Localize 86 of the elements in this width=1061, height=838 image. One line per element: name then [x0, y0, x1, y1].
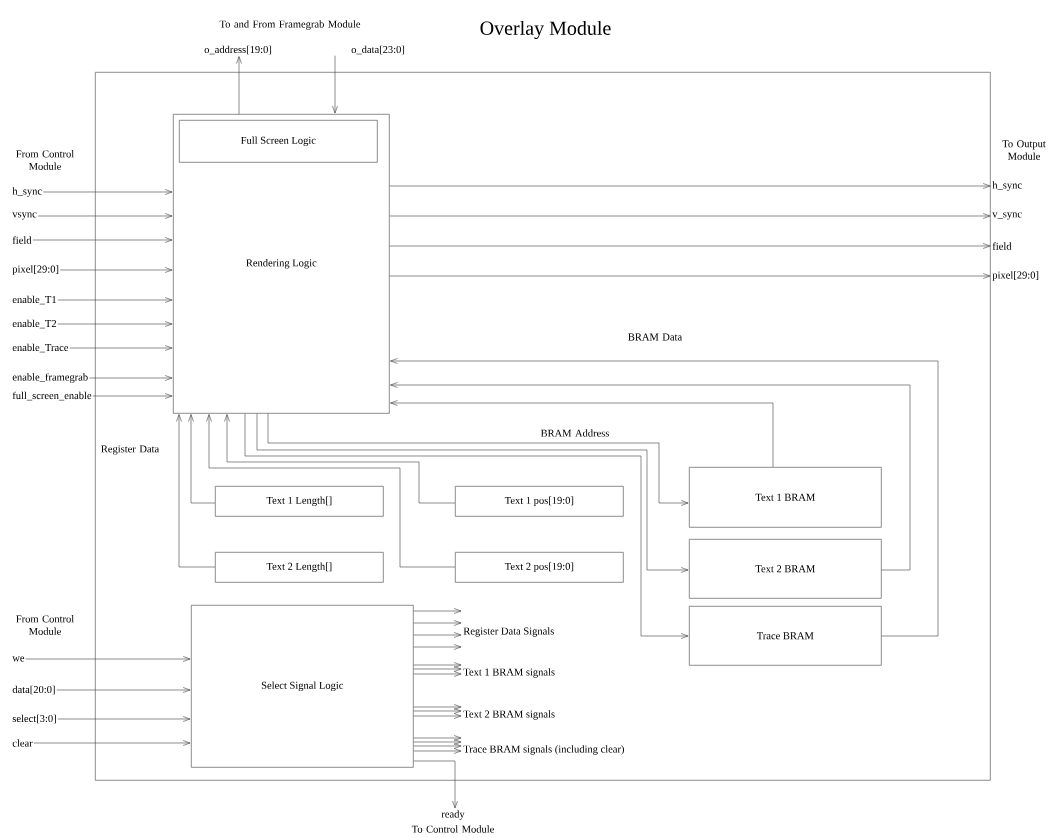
- signal-label: h_sync: [12, 187, 42, 197]
- annotation-text: BRAM Address: [540, 429, 610, 437]
- signal-arrow: [32, 237, 173, 243]
- annotation-text: To Control Module: [411, 825, 494, 833]
- memory-block: Text 1 BRAM: [689, 467, 882, 528]
- signal-arrow: [176, 414, 216, 568]
- signal-arrow: [267, 413, 689, 506]
- signal-label: vsync: [12, 212, 37, 220]
- signal-arrow: [389, 243, 991, 249]
- logic-block: Select Signal Logic: [191, 605, 414, 768]
- signal-arrow: [389, 273, 991, 279]
- signal-arrow: [413, 760, 458, 809]
- signal-arrow: [57, 716, 191, 722]
- signal-label: o_data[23:0]: [351, 45, 405, 55]
- signal-arrow: [89, 375, 173, 381]
- signal-arrow: [413, 620, 462, 626]
- signal-label: field: [992, 242, 1012, 250]
- signal-label: Trace BRAM signals (including clear): [463, 745, 624, 755]
- signal-label: enable_T1: [12, 295, 56, 305]
- memory-block: Text 2 BRAM: [689, 539, 882, 599]
- signal-label: we: [12, 656, 25, 662]
- signal-arrow: [413, 704, 462, 710]
- signal-label: h_sync: [992, 181, 1022, 191]
- signal-arrow: [25, 656, 191, 662]
- signal-arrow: [413, 644, 462, 650]
- signal-arrow: [57, 321, 173, 327]
- signal-arrow: [389, 213, 991, 219]
- signal-arrow: [413, 708, 462, 714]
- signal-label: enable_Trace: [12, 343, 69, 353]
- annotation-text: To and From Framegrab Module: [219, 20, 361, 30]
- signal-label: data[20:0]: [12, 685, 55, 695]
- signal-label: pixel[29:0]: [12, 265, 59, 275]
- signal-label: o_address[19:0]: [204, 45, 272, 55]
- signal-arrow: [56, 687, 191, 693]
- signal-arrow: [332, 55, 338, 114]
- signal-arrow: [390, 382, 911, 571]
- signal-label: field: [12, 236, 32, 244]
- signal-label: select[3:0]: [12, 714, 56, 724]
- signal-label: pixel[29:0]: [992, 271, 1039, 281]
- signal-arrow: [413, 662, 462, 668]
- signal-arrow: [188, 414, 216, 504]
- register-box: Text 2 pos[19:0]: [455, 552, 624, 583]
- annotation-text: To Output Module: [1002, 140, 1046, 160]
- signal-label: clear: [12, 739, 33, 747]
- signal-arrow: [206, 414, 456, 568]
- signal-arrow: [413, 748, 462, 754]
- signal-label: full_screen_enable: [12, 391, 92, 401]
- register-box: Text 2 Length[]: [215, 552, 384, 583]
- signal-arrow: [92, 393, 173, 399]
- signal-arrow: [413, 713, 462, 719]
- signal-arrow: [413, 671, 462, 677]
- signal-arrow: [390, 400, 774, 468]
- signal-arrow: [236, 56, 242, 115]
- module-title: Overlay Module: [480, 20, 611, 40]
- signal-label: enable_framegrab: [12, 373, 88, 383]
- signal-arrow: [59, 267, 173, 273]
- annotation-text: BRAM Data: [628, 333, 682, 341]
- signal-arrow: [413, 666, 462, 672]
- signal-arrow: [43, 189, 173, 195]
- logic-block: Full Screen Logic: [179, 120, 378, 163]
- signal-label: enable_T2: [12, 319, 57, 329]
- signal-arrow: [69, 345, 173, 351]
- signal-arrow: [389, 183, 991, 189]
- signal-arrow: [390, 358, 939, 637]
- signal-arrow: [256, 413, 689, 573]
- memory-block: Trace BRAM: [689, 606, 882, 666]
- register-box: Text 1 Length[]: [215, 486, 384, 517]
- signal-arrow: [413, 743, 462, 749]
- signal-label: ready: [441, 810, 465, 820]
- signal-label: v_sync: [992, 212, 1022, 220]
- register-box: Text 1 pos[19:0]: [455, 486, 624, 517]
- signal-arrow: [37, 213, 173, 219]
- signal-label: Register Data Signals: [463, 627, 554, 637]
- signal-arrow: [413, 739, 462, 745]
- signal-arrow: [244, 413, 689, 639]
- signal-arrow: [413, 735, 462, 741]
- signal-arrow: [413, 608, 462, 614]
- annotation-text: From Control Module: [16, 615, 74, 635]
- signal-label: Text 2 BRAM signals: [463, 710, 555, 720]
- signal-arrow: [224, 414, 456, 504]
- signal-arrow: [57, 297, 173, 303]
- signal-arrow: [33, 740, 191, 746]
- signal-arrow: [413, 632, 462, 638]
- annotation-text: From Control Module: [16, 150, 74, 170]
- annotation-text: Register Data: [101, 445, 159, 455]
- signal-label: Text 1 BRAM signals: [463, 668, 555, 678]
